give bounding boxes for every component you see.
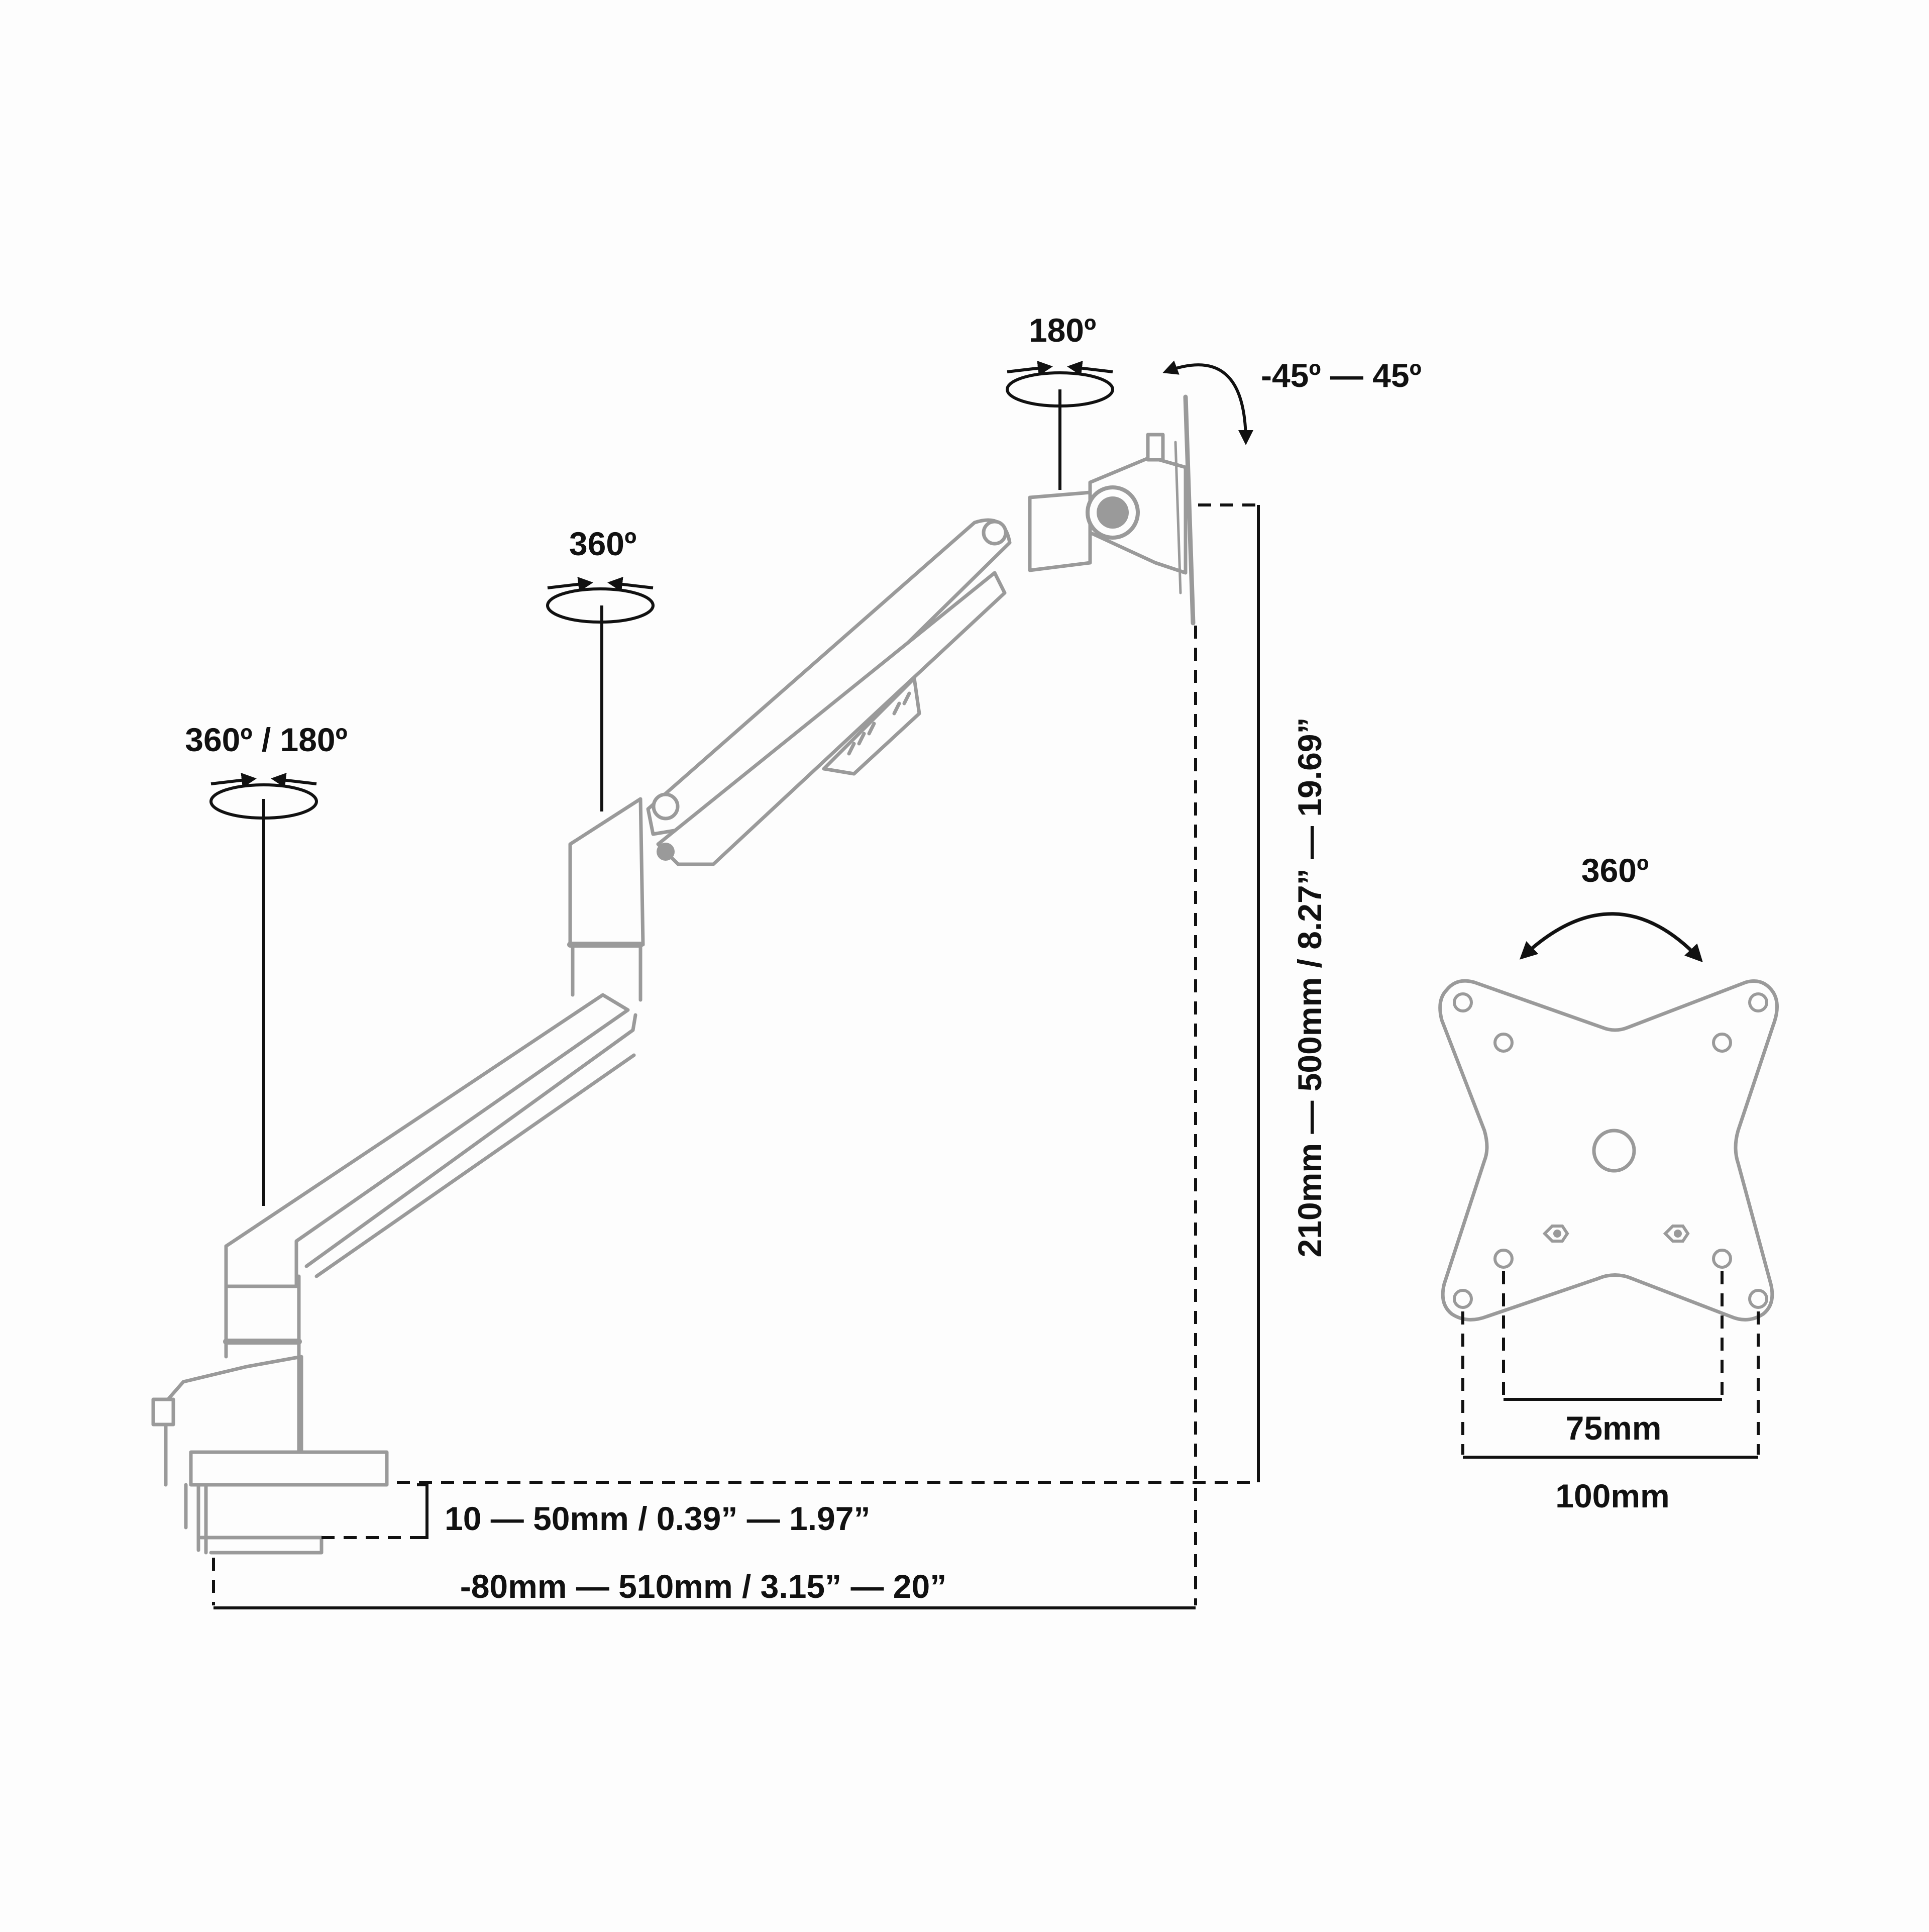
elbow-joint (567, 797, 645, 1002)
desk-clamp (151, 1355, 389, 1555)
head-swivel-label: 180º (1029, 312, 1096, 349)
clamp-dimension: 10 — 50mm / 0.39” — 1.97” (322, 1483, 870, 1539)
base-rotation-label: 360º / 180º (185, 721, 347, 758)
rotation-arrow-icon (1519, 912, 1703, 963)
tilt-callout: -45º — 45º (1162, 357, 1422, 445)
vesa-75-label: 75mm (1566, 1409, 1662, 1447)
base-rotation-callout: 360º / 180º (185, 721, 348, 1206)
vesa-100-dimension: 100mm (1461, 1311, 1760, 1514)
arm-rotation-callout: 360º (546, 525, 655, 811)
height-range-label: 210mm — 500mm / 8.27” — 19.69” (1291, 718, 1328, 1258)
monitor-arm-illustration (151, 394, 1196, 1555)
vesa-100-label: 100mm (1555, 1477, 1670, 1514)
arm-rotation-label: 360º (569, 525, 636, 562)
extension-label: -80mm — 510mm / 3.15” — 20” (460, 1568, 946, 1605)
lower-arm (224, 993, 637, 1288)
upper-arm (646, 518, 1012, 866)
head-swivel-callout: 180º (1006, 312, 1114, 490)
tilt-label: -45º — 45º (1261, 357, 1422, 394)
tilt-arrow-icon (1162, 360, 1253, 445)
vesa-plate-diagram: 360º 75mm 100mm (1438, 852, 1779, 1514)
vesa-75-dimension: 75mm (1502, 1271, 1724, 1447)
vesa-rotation-label: 360º (1581, 852, 1649, 889)
tilt-head (1028, 394, 1196, 626)
clamp-thickness-label: 10 — 50mm / 0.39” — 1.97” (445, 1500, 870, 1537)
extension-dimension: -80mm — 510mm / 3.15” — 20” (212, 626, 1197, 1609)
height-dimension: 210mm — 500mm / 8.27” — 19.69” (397, 503, 1328, 1484)
